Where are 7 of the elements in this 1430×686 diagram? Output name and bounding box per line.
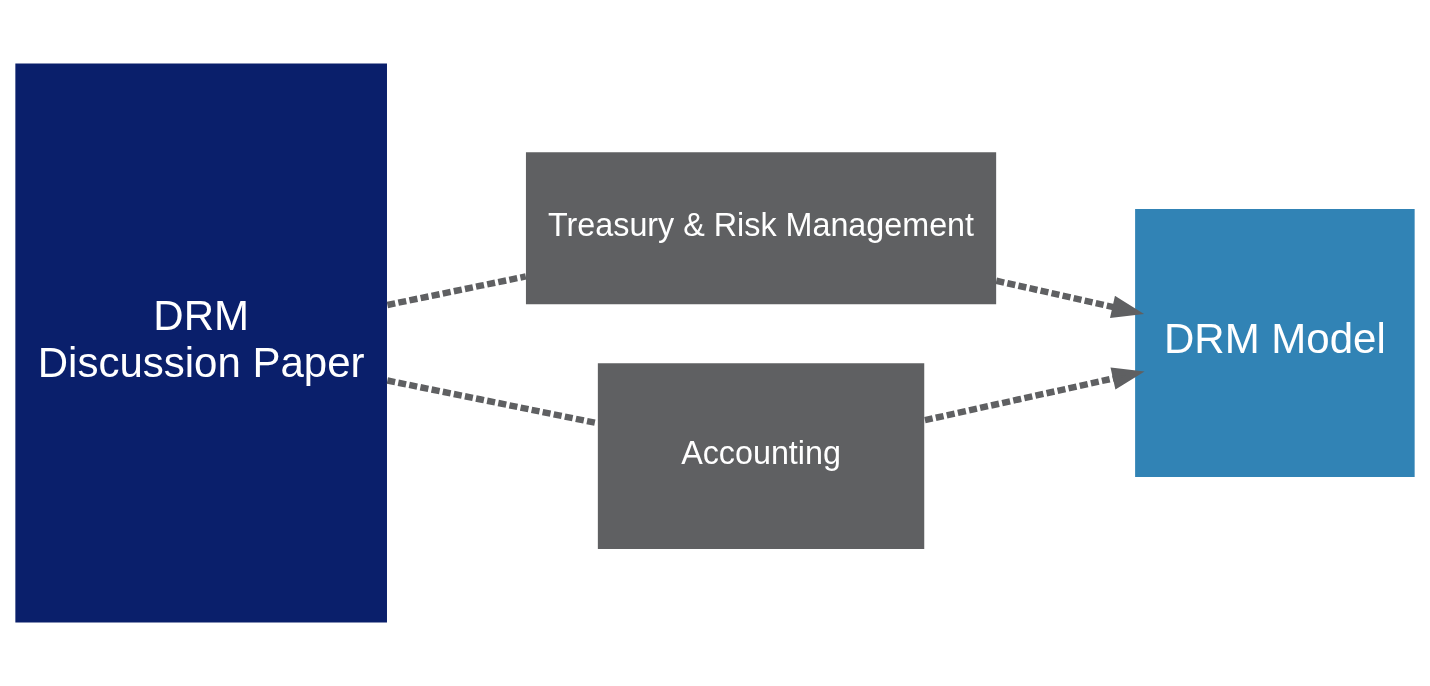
arrow bbox=[995, 277, 1145, 318]
arrow bbox=[924, 367, 1145, 424]
node-box: Treasury & Risk Management bbox=[525, 152, 997, 305]
connector bbox=[386, 273, 527, 309]
node-box: Accounting bbox=[597, 363, 925, 549]
node-box: DRM Model bbox=[1135, 208, 1415, 478]
node-box: DRM Discussion Paper bbox=[15, 63, 387, 623]
